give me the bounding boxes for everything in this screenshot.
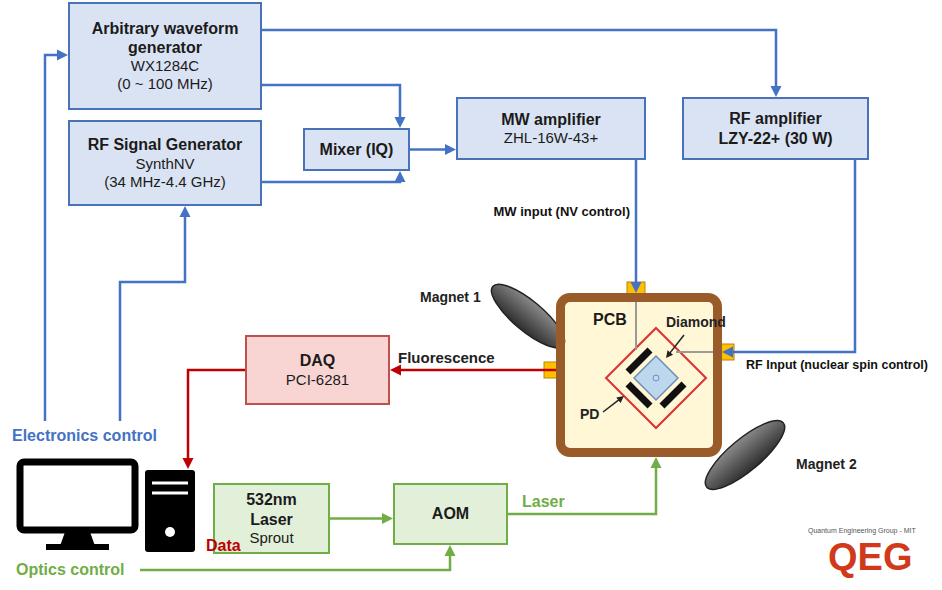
signal-label: Fluorescence [398, 349, 495, 367]
device-box: RF amplifierLZY-22+ (30 W) [682, 97, 869, 160]
signal-label: MW input (NV control) [494, 204, 630, 220]
signal-connector [410, 148, 448, 151]
control-label: Electronics control [12, 426, 157, 445]
arrowhead [390, 365, 401, 376]
mw-wire [635, 302, 637, 350]
device-name: MW amplifier [501, 110, 601, 129]
arrowhead [631, 282, 642, 293]
device-detail: PCI-6281 [286, 371, 349, 389]
device-detail: LZY-22+ (30 W) [718, 129, 832, 148]
signal-connector [635, 160, 638, 285]
signal-connector [330, 517, 385, 520]
signal-label: Laser [522, 492, 565, 511]
arrowhead [445, 545, 456, 556]
magnet-label: Magnet 2 [796, 456, 857, 473]
device-name: RF amplifier [729, 109, 821, 128]
signal-connector [730, 160, 855, 352]
device-detail: Sprout [249, 529, 293, 547]
leader-line [669, 335, 684, 354]
device-name: Mixer (IQ) [320, 140, 394, 159]
power-button [165, 527, 175, 537]
monitor-stand [60, 532, 95, 546]
leader-line [603, 399, 620, 412]
device-box: Arbitrary waveform generatorWX1284C(0 ~ … [68, 2, 262, 110]
arrowhead [395, 117, 406, 128]
signal-connector [508, 465, 656, 514]
control-line [45, 55, 60, 421]
device-name: AOM [432, 504, 469, 523]
photodiode [628, 384, 650, 406]
arrowhead [771, 86, 782, 97]
monitor-base [46, 544, 109, 550]
device-detail: WX1284C [131, 57, 199, 75]
signal-connector [262, 30, 776, 89]
control-line [140, 553, 450, 570]
arrowhead [651, 457, 662, 468]
arrowhead [180, 206, 191, 217]
device-detail: (0 ~ 100 MHz) [117, 75, 212, 93]
device-name: Arbitrary waveform generator [80, 19, 250, 57]
device-box: MW amplifierZHL-16W-43+ [456, 97, 646, 160]
device-detail: ZHL-16W-43+ [504, 129, 598, 147]
pc-tower [145, 470, 195, 552]
control-line [120, 214, 185, 421]
arrowhead [722, 347, 733, 358]
device-name: 532nm Laser [237, 490, 307, 528]
device-name: PCB [593, 310, 627, 329]
photodiode [628, 350, 650, 372]
arrowhead [616, 396, 624, 403]
sma-connector [720, 344, 734, 360]
arrowhead [382, 513, 393, 524]
signal-connector [262, 179, 400, 182]
arrowhead [57, 50, 68, 61]
control-label: Optics control [16, 560, 124, 579]
device-name: DAQ [300, 351, 336, 370]
logo-text: QEG [828, 538, 912, 576]
arrowhead [183, 458, 194, 469]
drive-slot [152, 482, 188, 485]
magnet-label: Magnet 1 [420, 289, 481, 306]
photodiode [662, 384, 684, 406]
arrowhead [445, 144, 456, 155]
data-label: Data [206, 536, 241, 555]
part-label: PD [580, 406, 599, 423]
device-name: RF Signal Generator [88, 135, 243, 154]
device-box: Mixer (IQ) [303, 128, 410, 171]
rf-wire [676, 351, 713, 353]
device-box: AOM [393, 483, 508, 545]
data-line [188, 370, 245, 461]
logo-subtitle: Quantum Engineering Group - MIT [808, 527, 916, 535]
monitor [20, 462, 135, 530]
signal-connector [262, 85, 400, 120]
arrowhead [395, 171, 406, 182]
pd-frame [606, 328, 706, 428]
laser-spot [653, 375, 659, 381]
signal-connector [398, 369, 556, 372]
arrowhead [666, 350, 673, 358]
device-box: DAQPCI-6281 [245, 335, 390, 405]
part-label: Diamond [666, 314, 726, 331]
device-detail: (34 MHz-4.4 GHz) [104, 173, 226, 191]
device-detail: SynthNV [135, 155, 194, 173]
signal-label: RF Input (nuclear spin control) [746, 358, 928, 373]
drive-slot [152, 492, 188, 495]
device-box: RF Signal GeneratorSynthNV(34 MHz-4.4 GH… [68, 120, 262, 206]
